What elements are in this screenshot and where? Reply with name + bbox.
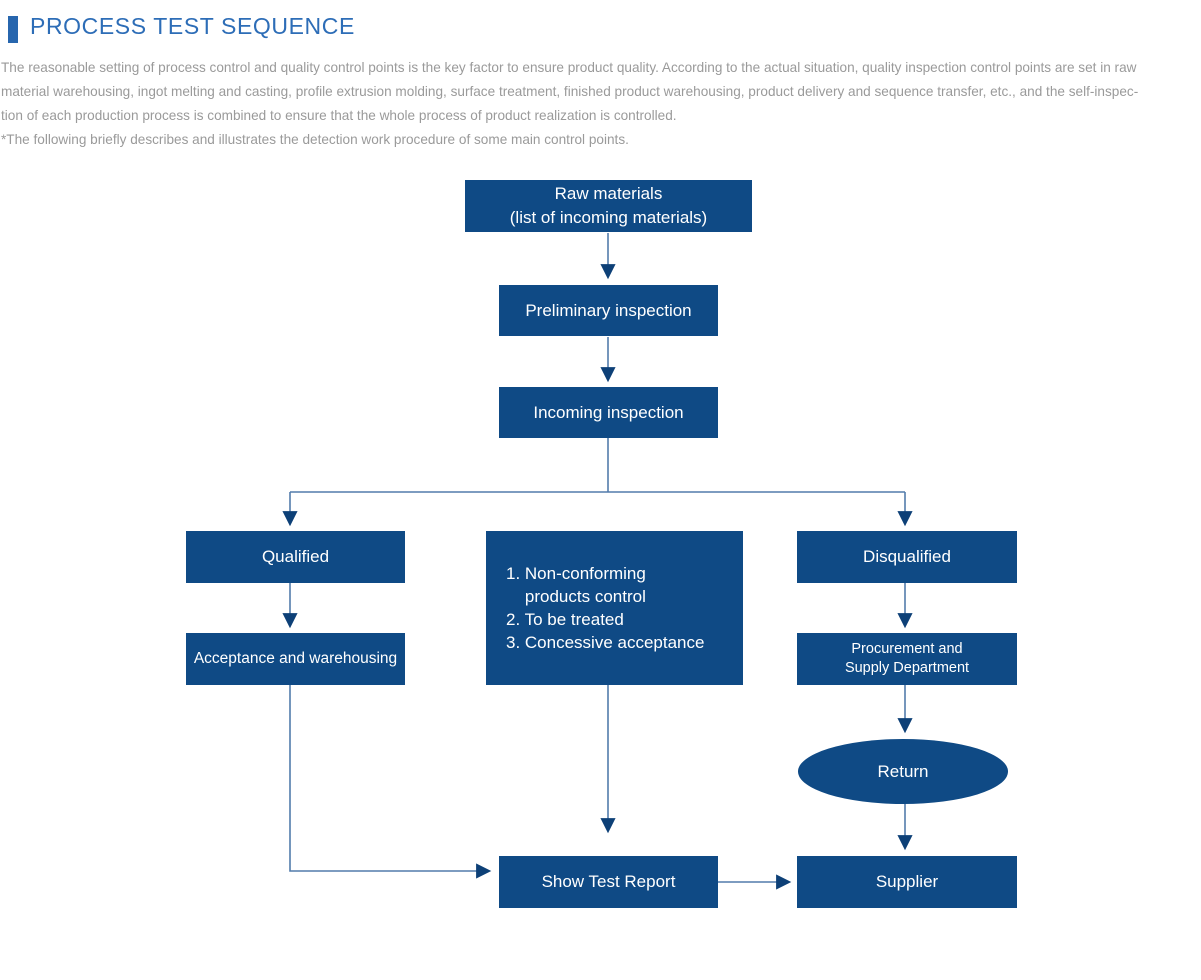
page-title: PROCESS TEST SEQUENCE: [30, 13, 355, 39]
connector-acceptance-to-showreport: [289, 685, 492, 879]
node-raw-materials: Raw materials (list of incoming material…: [465, 180, 752, 232]
title-accent-bar: [8, 16, 18, 43]
intro-paragraph: The reasonable setting of process contro…: [1, 56, 1200, 152]
node-qualified: Qualified: [186, 531, 405, 583]
node-incoming-inspection: Incoming inspection: [499, 387, 718, 438]
node-acceptance-warehousing: Acceptance and warehousing: [186, 633, 405, 685]
intro-line: *The following briefly describes and ill…: [1, 132, 629, 147]
intro-line: tion of each production process is combi…: [1, 108, 677, 123]
intro-line: material warehousing, ingot melting and …: [1, 84, 1139, 99]
node-supplier: Supplier: [797, 856, 1017, 908]
page-header: PROCESS TEST SEQUENCE: [0, 0, 1201, 50]
node-procurement-supply: Procurement and Supply Department: [797, 633, 1017, 685]
intro-line: The reasonable setting of process contro…: [1, 60, 1137, 75]
node-preliminary-inspection: Preliminary inspection: [499, 285, 718, 336]
node-disqualified: Disqualified: [797, 531, 1017, 583]
node-return: Return: [798, 739, 1008, 804]
node-show-test-report: Show Test Report: [499, 856, 718, 908]
node-nonconforming-list: 1. Non-conforming products control 2. To…: [486, 531, 743, 685]
